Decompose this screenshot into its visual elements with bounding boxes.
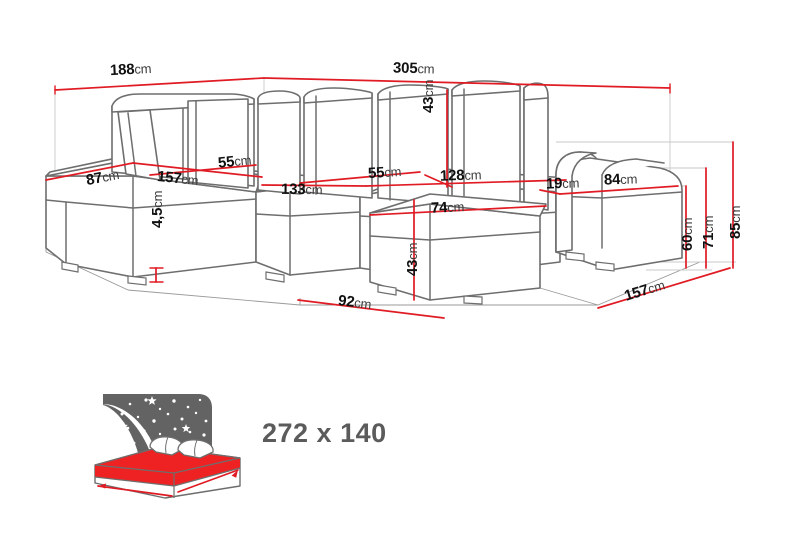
dimline-55-b [299, 171, 421, 184]
dimline-128 [365, 179, 567, 187]
dimline-55-a [149, 164, 257, 176]
dimline-157-right [597, 267, 731, 309]
sofa-outline [45, 80, 683, 305]
dimline-188 [54, 77, 265, 91]
dimension-lines [45, 77, 734, 319]
bed-size-label: 272 x 140 [262, 418, 387, 448]
dimline-74 [369, 205, 547, 216]
dimline-133 [261, 184, 367, 187]
dimline-84 [559, 185, 679, 195]
bed-night-icon [94, 394, 241, 499]
dimline-19 [539, 189, 561, 195]
dimline-92 [297, 299, 445, 319]
dimline-305 [263, 77, 671, 89]
dimline-87 [45, 162, 134, 181]
